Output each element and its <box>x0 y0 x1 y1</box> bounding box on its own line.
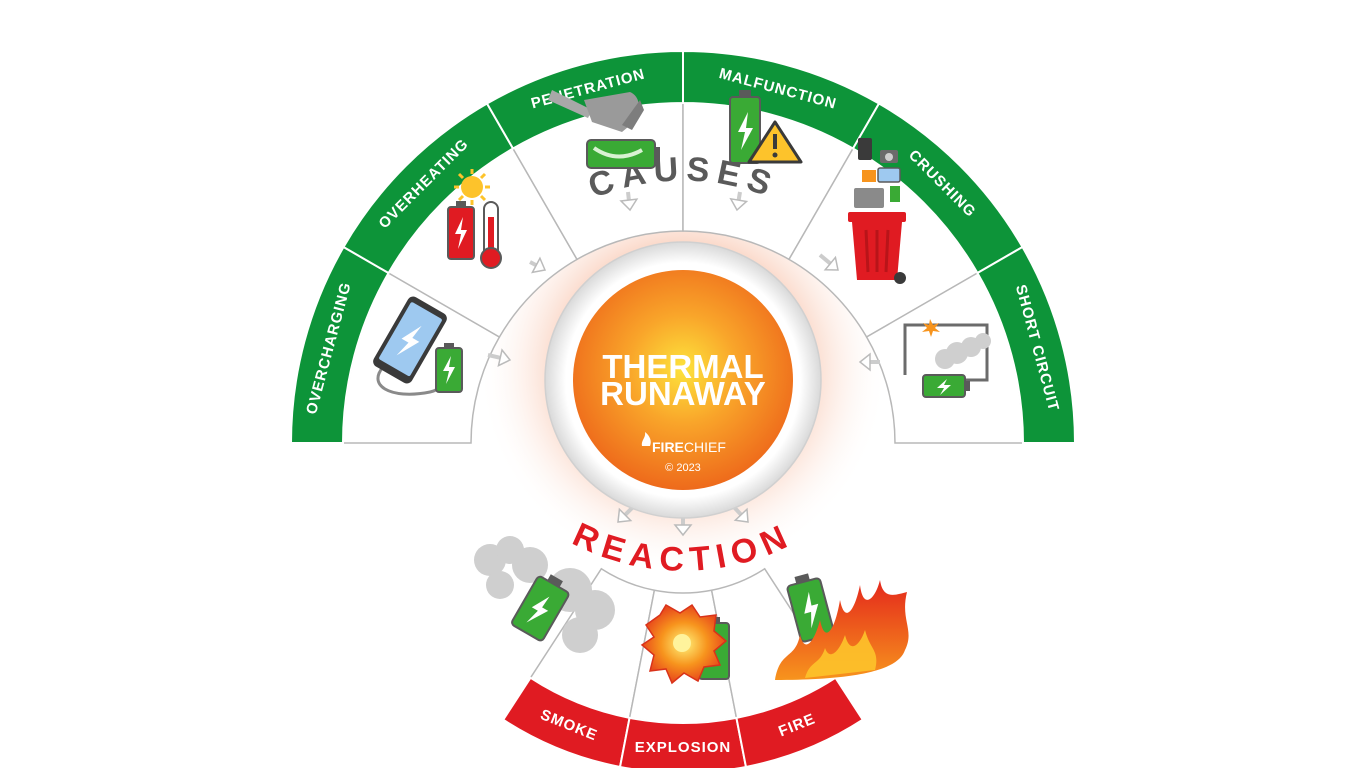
cause-arrow-1 <box>487 348 512 367</box>
sun-icon <box>454 169 490 205</box>
brand-chief: CHIEF <box>684 439 726 455</box>
cause-band-short-circuit <box>976 245 1077 444</box>
icon-layer <box>373 90 991 685</box>
battery-warning-icon <box>729 90 803 164</box>
reaction-band-fire <box>735 676 865 769</box>
cause-arrow-4 <box>729 191 749 212</box>
short-circuit-battery-icon <box>903 319 991 398</box>
warning-icon <box>747 120 803 164</box>
spark-icon <box>922 319 940 337</box>
thermometer-icon <box>480 201 502 269</box>
cause-arrow-6 <box>858 352 880 372</box>
devices-in-bin-icon <box>848 138 906 284</box>
cause-arrow-2 <box>529 256 547 274</box>
reaction-label-explosion: EXPLOSION <box>635 739 732 756</box>
burning-battery-icon <box>775 573 909 680</box>
center-title-line1: THERMAL <box>602 348 763 385</box>
exploding-battery-icon <box>640 603 730 685</box>
cause-arrow-3 <box>619 191 639 212</box>
center-title-line2: RUNAWAY <box>600 375 766 412</box>
smoking-battery-icon <box>474 536 615 653</box>
thermal-core <box>573 270 793 490</box>
brand-fire: FIRE <box>652 439 684 455</box>
flow-arrows <box>487 191 880 537</box>
battery-thermometer-sun-icon <box>447 169 502 269</box>
copyright-text: © 2023 <box>665 462 701 474</box>
firechief-logo: FIRECHIEF <box>641 432 726 455</box>
hammer-battery-icon <box>548 90 660 169</box>
flame-logo-icon <box>641 432 651 446</box>
cause-arrow-5 <box>818 253 839 271</box>
svg-text:FIRECHIEF: FIRECHIEF <box>652 439 726 455</box>
phone-charging-battery-icon <box>373 296 463 396</box>
smoke-icon <box>935 333 991 369</box>
